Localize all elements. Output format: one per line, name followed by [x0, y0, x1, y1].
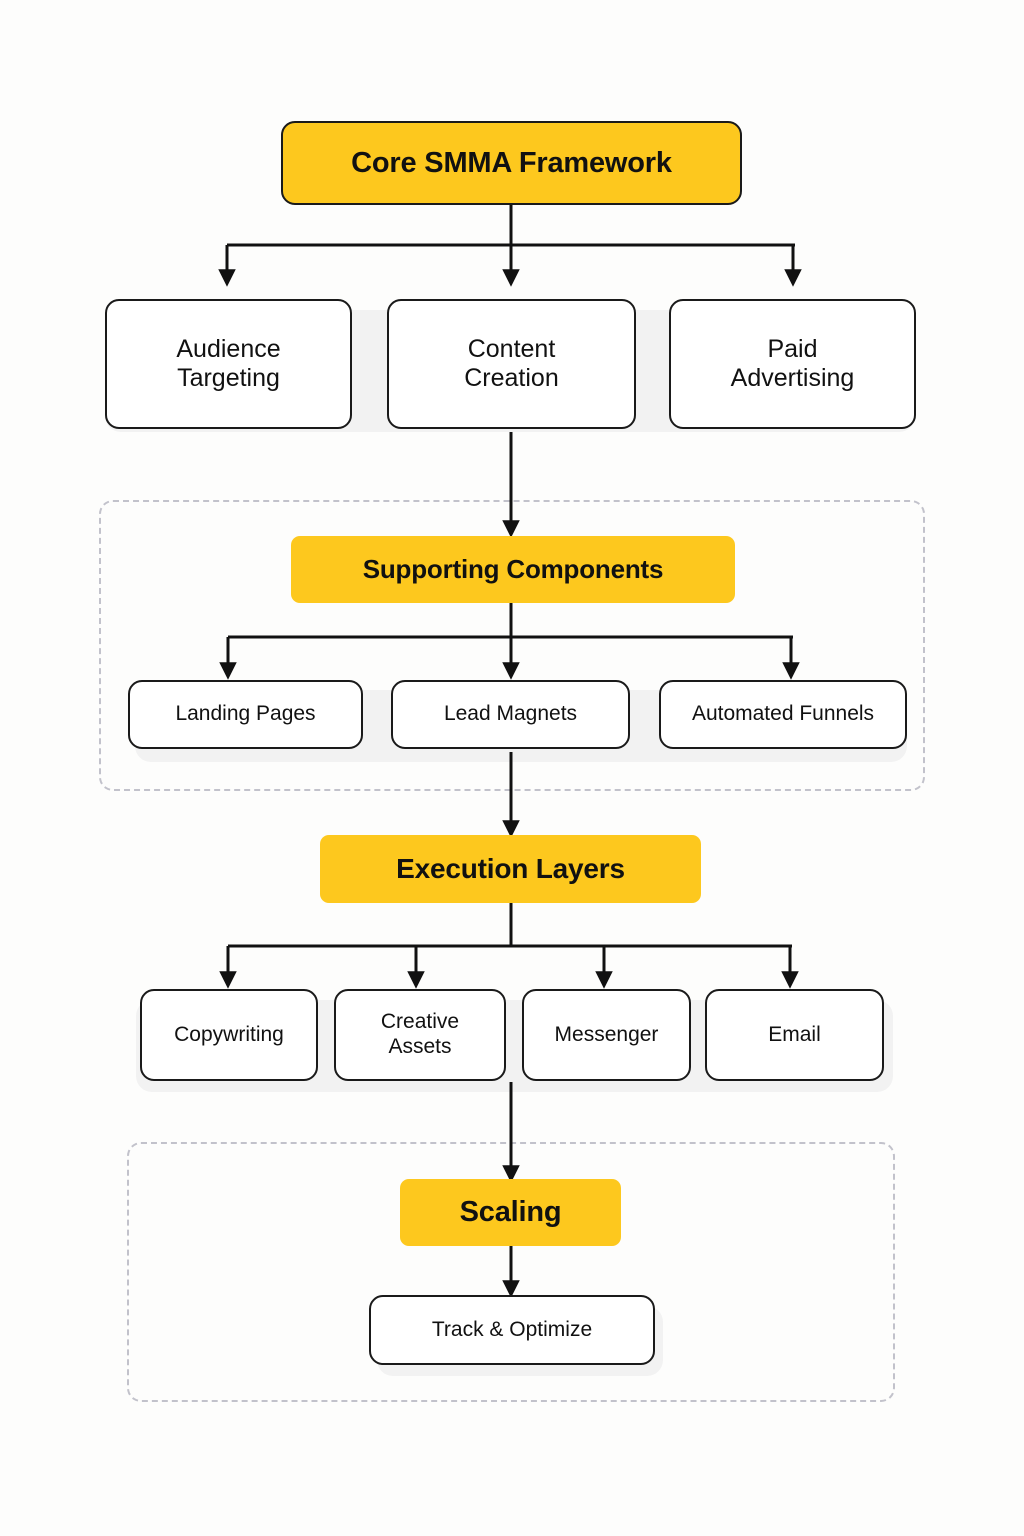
node-track-and-optimize[interactable]: Track & Optimize: [369, 1295, 655, 1365]
node-label: Landing Pages: [175, 702, 316, 726]
node-label: Email: [768, 1022, 821, 1046]
node-label: Scaling: [459, 1196, 562, 1229]
node-label: Execution Layers: [396, 853, 625, 885]
node-label-line-2: Creation: [464, 364, 559, 392]
node-landing-pages[interactable]: Landing Pages: [128, 680, 363, 749]
node-supporting-components[interactable]: Supporting Components: [291, 536, 735, 603]
node-label: Automated Funnels: [691, 702, 875, 726]
node-scaling[interactable]: Scaling: [400, 1179, 621, 1246]
node-label-line-2: Targeting: [177, 364, 280, 392]
node-label: Supporting Components: [362, 554, 664, 585]
node-messenger[interactable]: Messenger: [522, 989, 691, 1081]
node-execution-layers[interactable]: Execution Layers: [320, 835, 701, 903]
node-label: Lead Magnets: [443, 702, 578, 726]
node-email[interactable]: Email: [705, 989, 884, 1081]
node-core-smma-framework[interactable]: Core SMMA Framework: [281, 121, 742, 205]
node-label: Track & Optimize: [431, 1317, 593, 1341]
node-lead-magnets[interactable]: Lead Magnets: [391, 680, 630, 749]
node-label: Core SMMA Framework: [351, 146, 672, 179]
node-label-line-2: Advertising: [730, 364, 855, 392]
node-audience-targeting[interactable]: Audience Targeting: [105, 299, 352, 429]
node-label-line-2: Assets: [388, 1035, 452, 1058]
node-label-line-1: Creative: [380, 1010, 460, 1034]
node-paid-advertising[interactable]: Paid Advertising: [669, 299, 916, 429]
node-label-line-1: Content: [467, 334, 556, 363]
node-creative-assets[interactable]: Creative Assets: [334, 989, 506, 1081]
node-automated-funnels[interactable]: Automated Funnels: [659, 680, 907, 749]
node-label: Messenger: [554, 1022, 659, 1046]
node-label-line-1: Audience: [176, 334, 281, 363]
node-copywriting[interactable]: Copywriting: [140, 989, 318, 1081]
node-label-line-1: Paid: [767, 334, 818, 363]
node-content-creation[interactable]: Content Creation: [387, 299, 636, 429]
node-label: Copywriting: [174, 1022, 284, 1046]
